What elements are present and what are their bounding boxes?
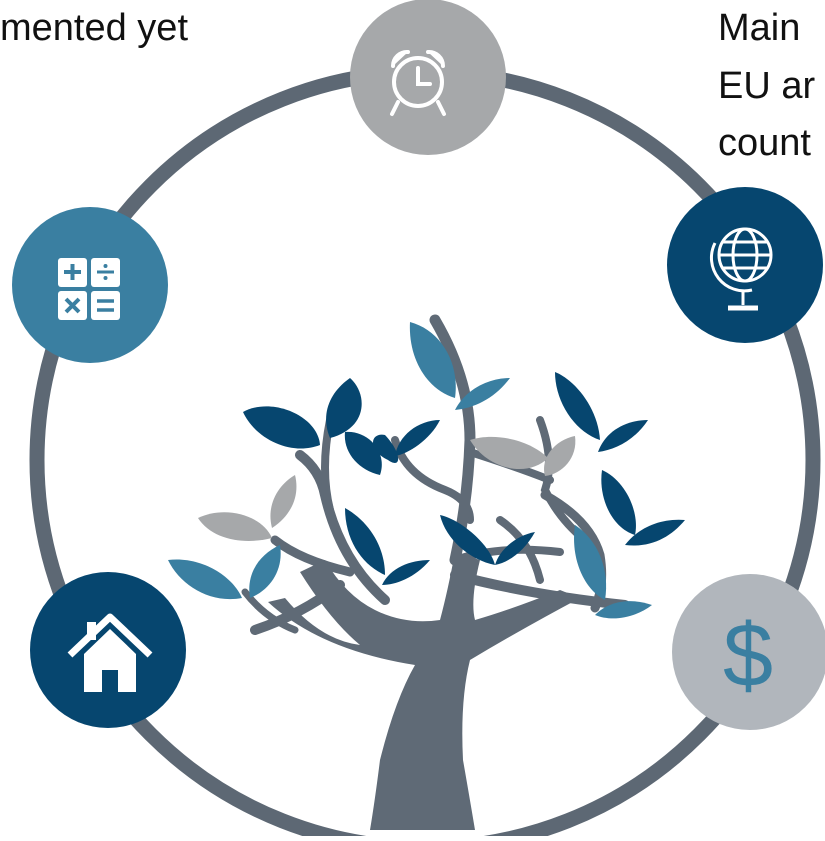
- caption-top-right-line-3: count: [718, 122, 811, 164]
- leaf: [168, 559, 242, 600]
- caption-top-left: mented yet: [0, 7, 188, 49]
- leaf: [495, 532, 535, 565]
- leaf: [249, 545, 281, 598]
- tree: [168, 314, 685, 830]
- alarm-clock-node: [350, 0, 506, 155]
- dollar-icon: $: [723, 606, 773, 706]
- alarm-clock-icon: [390, 49, 446, 116]
- globe-icon: [709, 227, 773, 311]
- leaf: [198, 512, 272, 541]
- globe-node: [667, 187, 823, 343]
- caption-top-right-line-1: Main: [718, 7, 801, 49]
- leaf: [345, 508, 385, 575]
- home-icon: [67, 613, 153, 692]
- alarm-clock-circle: [350, 0, 506, 155]
- calculator-node: [12, 207, 168, 363]
- home-node: [30, 572, 186, 728]
- blue-leaves: [168, 322, 652, 619]
- leaf: [373, 434, 399, 463]
- leaf: [395, 420, 440, 456]
- dollar-node: $: [672, 574, 825, 730]
- calculator-circle: [12, 207, 168, 363]
- calculator-icon: [58, 258, 120, 320]
- leaf: [555, 372, 600, 440]
- globe-circle: [667, 187, 823, 343]
- leaf: [409, 322, 456, 398]
- tree-trunk: [268, 552, 580, 830]
- leaf: [595, 601, 652, 619]
- leaf: [344, 431, 382, 475]
- leaf: [440, 515, 495, 565]
- leaf: [544, 436, 576, 476]
- leaf: [270, 475, 297, 528]
- leaf: [243, 406, 320, 449]
- dollar-circle: [672, 574, 825, 730]
- leaf: [601, 470, 636, 535]
- leaf: [574, 525, 607, 600]
- leaf: [470, 436, 548, 470]
- leaf: [598, 420, 648, 452]
- leaf: [625, 519, 685, 546]
- leaf: [455, 378, 510, 410]
- caption-top-right-line-2: EU ar: [718, 65, 816, 107]
- gray-leaves: [198, 436, 576, 541]
- leaf: [382, 560, 430, 585]
- navy-leaves: [243, 372, 685, 585]
- leaf: [326, 378, 362, 438]
